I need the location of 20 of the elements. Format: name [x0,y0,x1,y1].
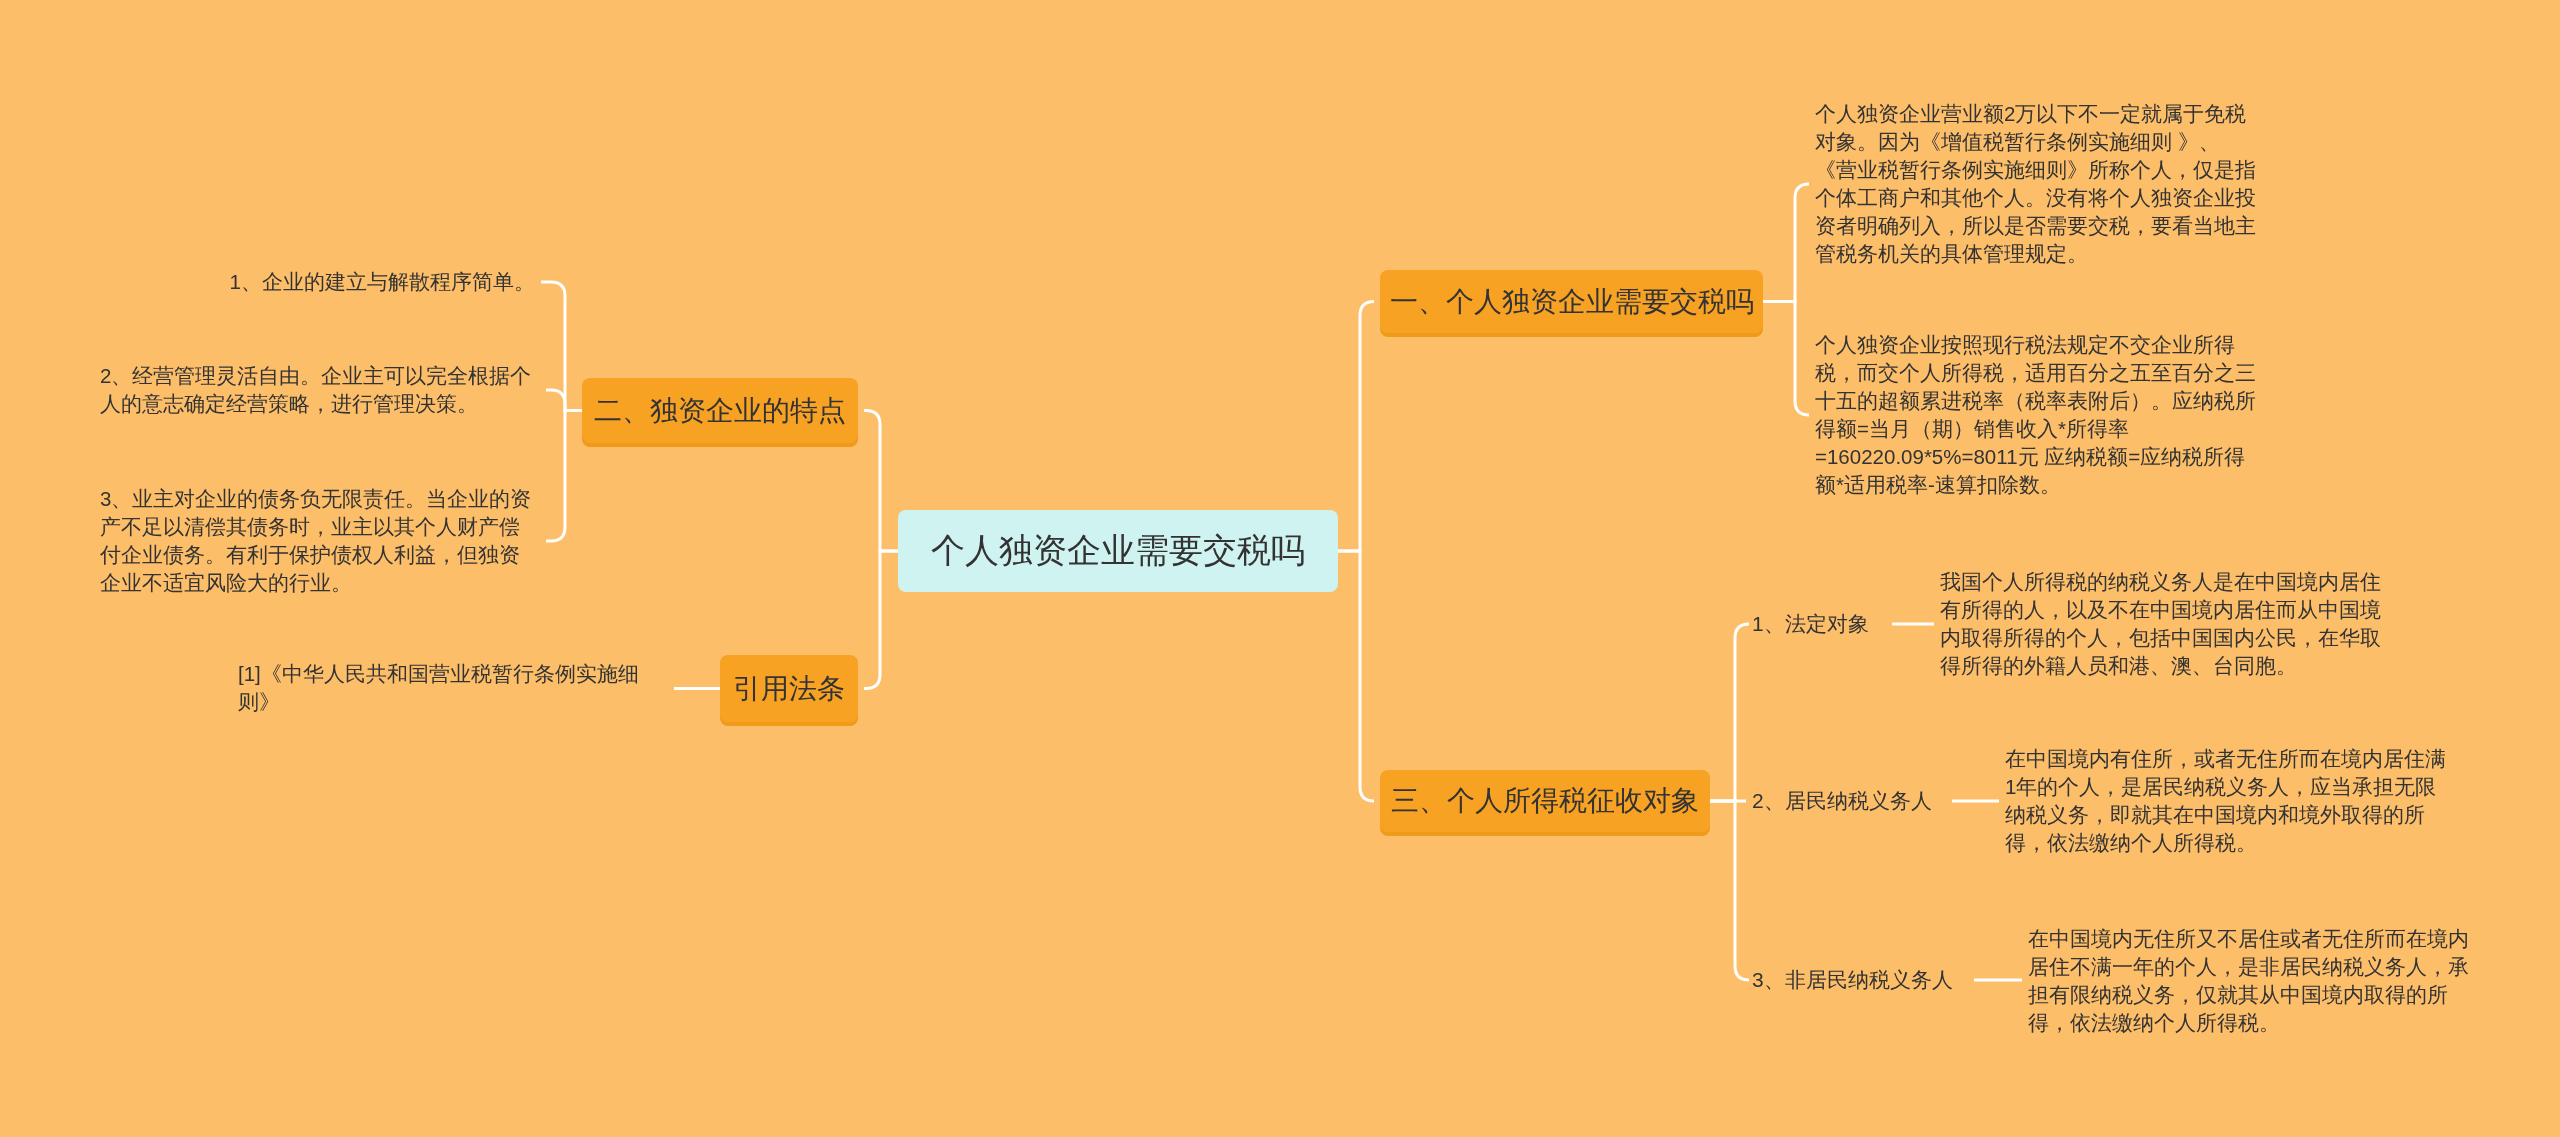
connector-line [1952,799,1999,803]
subtopic-text: 1、法定对象 [1752,609,1892,639]
note-text: [1]《中华人民共和国营业税暂行条例实施细则》 [238,660,668,716]
connector-line [1974,978,2022,982]
note-text: 2、经营管理灵活自由。企业主可以完全根据个人的意志确定经营策略，进行管理决策。 [100,362,540,418]
note-text: 在中国境内有住所，或者无住所而在境内居住满1年的个人，是居民纳税义务人，应当承担无限纳税义务，即就其在中国境内和境外取得的所得，依法缴纳个人所得税。 [2005,745,2455,857]
connector-line [1338,549,1376,803]
note-text: 我国个人所得税的纳税义务人是在中国境内居住有所得的人，以及不在中国境内居住而从中国境内取得所得的个人，包括中国国内公民，在华取得所得的外籍人员和港、澳、台同胞。 [1940,568,2385,680]
connector-line [1892,622,1934,626]
subtopic-text: 2、居民纳税义务人 [1752,786,1952,816]
note-text: 个人独资企业营业额2万以下不一定就属于免税对象。因为《增值税暂行条例实施细则 》、《营业税暂行条例实施细则》所称个人，仅是指个体工商户和其他个人。没有将个人独资企业投资者明确列入，所以是否需要交税，要看当地主管税务机关的具体管理规定。 [1815,100,2260,268]
connector-line [1763,300,1811,417]
connector-line [674,687,720,690]
connector-line [1710,799,1751,982]
subtopic-text: 3、非居民纳税义务人 [1752,965,1974,995]
note-text: 1、企业的建立与解散程序简单。 [200,268,535,296]
note-text: 在中国境内无住所又不居住或者无住所而在境内居住不满一年的个人，是非居民纳税义务人，承担有限纳税义务，仅就其从中国境内取得的所得，依法缴纳个人所得税。 [2028,925,2473,1037]
central-topic-box: 个人独资企业需要交税吗 [898,510,1338,592]
note-text: 个人独资企业按照现行税法规定不交企业所得税，而交个人所得税，适用百分之五至百分之三十五的超额累进税率（税率表附后）。应纳税所得额=当月（期）销售收入*所得率=160220.09*5%=8011元 应纳税额=应纳税所得额*适用税率-速算扣除数。 [1815,331,2260,499]
note-text: 3、业主对企业的债务负无限责任。当企业的资产不足以清偿其债务时，业主以其个人财产偿付企业债务。有利于保护债权人利益，但独资企业不适宜风险大的行业。 [100,485,540,597]
